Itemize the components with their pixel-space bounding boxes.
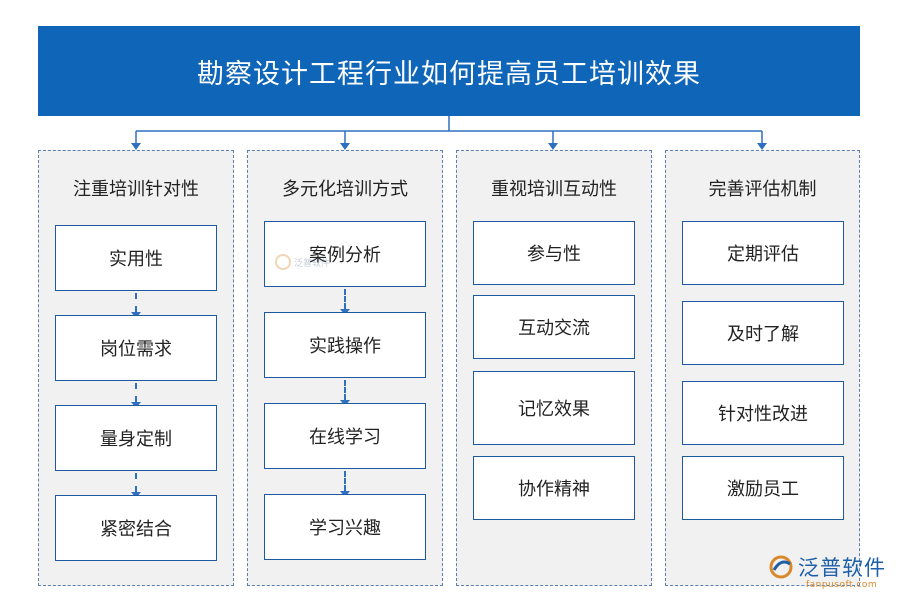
logo-icon xyxy=(769,555,793,579)
item-box: 互动交流 xyxy=(473,295,635,359)
branch-arrow-1 xyxy=(131,143,141,150)
watermark: 泛普软件 xyxy=(275,254,330,270)
down-arrow xyxy=(340,471,350,497)
item-box: 实用性 xyxy=(55,225,217,291)
down-arrow xyxy=(340,380,350,406)
column-title: 多元化培训方式 xyxy=(282,179,408,200)
item-box: 案例分析 xyxy=(264,221,426,287)
item-box: 协作精神 xyxy=(473,456,635,520)
column-title: 完善评估机制 xyxy=(708,179,817,200)
diagram-title: 勘察设计工程行业如何提高员工培训效果 xyxy=(38,26,860,116)
item-box: 实践操作 xyxy=(264,312,426,378)
column-methods: 多元化培训方式 案例分析 实践操作 在线学习 学习兴趣 xyxy=(247,150,443,586)
logo-text: 泛普软件 xyxy=(798,556,886,580)
item-box: 学习兴趣 xyxy=(264,494,426,560)
watermark-icon xyxy=(275,254,291,270)
item-box: 量身定制 xyxy=(55,405,217,471)
item-box: 激励员工 xyxy=(682,456,844,520)
down-arrow xyxy=(131,473,141,498)
branch-arrow-2 xyxy=(340,143,350,150)
down-arrow xyxy=(131,293,141,318)
item-box: 定期评估 xyxy=(682,221,844,285)
branch-arrow-3 xyxy=(548,143,558,150)
item-box: 在线学习 xyxy=(264,403,426,469)
column-targeting: 注重培训针对性 实用性 岗位需求 量身定制 紧密结合 xyxy=(38,150,234,586)
diagram-title-text: 勘察设计工程行业如何提高员工培训效果 xyxy=(197,58,701,90)
column-title: 注重培训针对性 xyxy=(73,179,199,200)
item-box: 紧密结合 xyxy=(55,495,217,561)
branch-arrow-4 xyxy=(757,143,767,150)
logo-url: fanpusoft.com xyxy=(806,580,878,590)
column-interaction: 重视培训互动性 参与性 互动交流 记忆效果 协作精神 xyxy=(456,150,652,586)
item-box: 记忆效果 xyxy=(473,371,635,445)
brand-logo: 泛普软件 xyxy=(768,552,886,582)
item-box: 岗位需求 xyxy=(55,315,217,381)
down-arrow xyxy=(131,383,141,408)
item-box: 参与性 xyxy=(473,221,635,285)
item-box: 及时了解 xyxy=(682,301,844,365)
item-box: 针对性改进 xyxy=(682,381,844,445)
column-title: 重视培训互动性 xyxy=(491,179,617,200)
column-evaluation: 完善评估机制 定期评估 及时了解 针对性改进 激励员工 xyxy=(665,150,860,586)
down-arrow xyxy=(340,289,350,315)
watermark-text: 泛普软件 xyxy=(294,258,331,269)
